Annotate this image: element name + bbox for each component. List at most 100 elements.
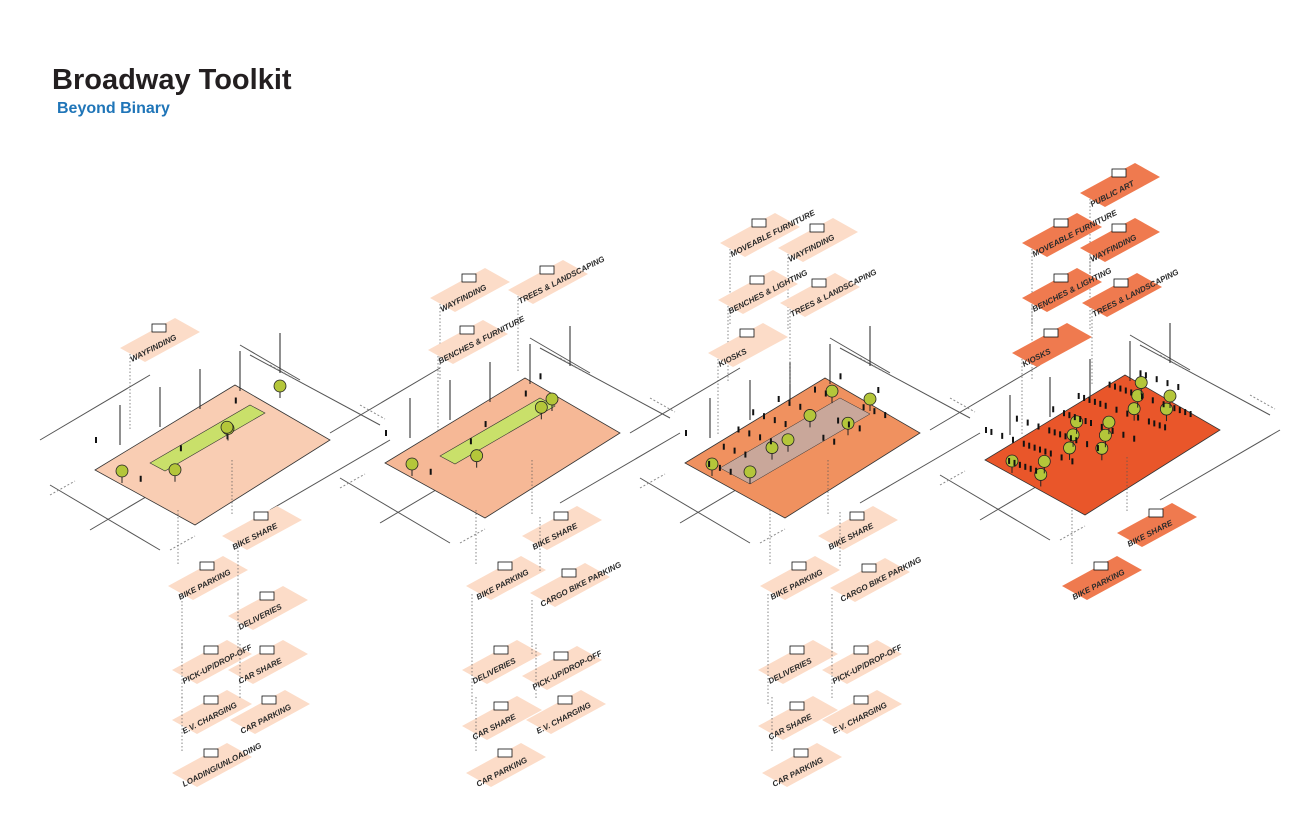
tree-icon	[1037, 454, 1051, 468]
person-icon	[1178, 407, 1181, 414]
person-icon	[799, 403, 802, 410]
person-icon	[1164, 424, 1167, 431]
tree-icon	[863, 392, 877, 406]
person-icon	[729, 468, 732, 475]
page-title: Broadway Toolkit	[52, 64, 292, 96]
person-icon	[469, 438, 472, 445]
person-icon	[1158, 422, 1161, 429]
person-icon	[763, 413, 765, 420]
person-icon	[985, 427, 987, 433]
person-icon	[884, 412, 887, 419]
person-icon	[1073, 414, 1076, 421]
person-icon	[1090, 420, 1092, 426]
bottom-label-item: BIKE PARKING	[168, 508, 248, 602]
person-icon	[1075, 437, 1078, 444]
person-icon	[822, 434, 825, 441]
tile	[708, 323, 788, 367]
person-icon	[1100, 423, 1103, 430]
person-icon	[1119, 385, 1122, 392]
person-icon	[95, 437, 97, 443]
person-icon	[1162, 401, 1165, 408]
person-icon	[1084, 418, 1087, 425]
feature-icon	[1043, 328, 1059, 338]
person-icon	[1124, 387, 1127, 394]
person-icon	[1151, 397, 1154, 404]
tree-icon	[470, 449, 484, 463]
tree-icon	[705, 457, 719, 471]
person-icon	[873, 408, 876, 415]
tree-icon	[1163, 389, 1177, 403]
bottom-label-item: PICK-UP/DROP-OFF	[822, 592, 904, 686]
person-icon	[1013, 459, 1016, 466]
person-icon	[1008, 457, 1011, 464]
tile	[228, 640, 308, 684]
person-icon	[824, 390, 827, 397]
feature-icon	[259, 591, 275, 601]
person-icon	[385, 430, 387, 436]
person-icon	[847, 421, 850, 428]
street-grid	[329, 337, 681, 544]
street-grid	[929, 334, 1281, 541]
person-icon	[1177, 384, 1180, 391]
tile	[172, 690, 252, 734]
person-icon	[1104, 402, 1107, 409]
tile	[168, 556, 248, 600]
tree-icon	[1134, 376, 1148, 389]
person-icon	[1059, 431, 1062, 438]
tree-icon	[803, 409, 817, 422]
person-icon	[429, 468, 432, 475]
tile	[222, 506, 302, 550]
tree-icon	[405, 457, 419, 471]
tile	[1080, 163, 1160, 207]
person-icon	[708, 460, 711, 467]
tree-icon	[1127, 402, 1141, 416]
person-icon	[1015, 415, 1018, 422]
feature-icon	[259, 645, 275, 655]
person-icon	[1064, 433, 1067, 440]
tile	[830, 558, 910, 602]
tile	[758, 696, 838, 740]
feature-icon	[791, 561, 807, 571]
person-icon	[752, 409, 755, 416]
tile	[758, 640, 838, 684]
shared-street	[719, 397, 871, 485]
tile	[822, 640, 902, 684]
tree-icon	[1160, 402, 1173, 416]
tile	[760, 556, 840, 600]
tile	[466, 556, 546, 600]
feature-icon	[1148, 508, 1164, 518]
tile	[1022, 213, 1102, 257]
feature-icon	[853, 645, 869, 655]
person-icon	[1048, 427, 1051, 434]
tile	[526, 690, 606, 734]
person-icon	[1035, 467, 1038, 474]
person-icon	[1147, 418, 1150, 425]
tree-icon	[1005, 454, 1019, 468]
tile	[818, 506, 898, 550]
tile	[780, 273, 860, 317]
feature-icon	[553, 511, 569, 521]
tile	[228, 586, 308, 630]
tree-icon	[220, 420, 234, 434]
feature-icon	[151, 323, 167, 333]
person-icon	[139, 475, 142, 482]
person-icon	[1052, 406, 1055, 413]
person-icon	[837, 417, 840, 424]
person-icon	[748, 430, 751, 437]
feature-icon	[557, 695, 573, 705]
tile	[172, 743, 252, 787]
person-icon	[1086, 441, 1089, 448]
tile	[1022, 268, 1102, 312]
feature-icon	[497, 561, 513, 571]
feature-icon	[789, 701, 805, 711]
person-icon	[539, 373, 542, 380]
person-icon	[1153, 420, 1156, 427]
bottom-label-item: BIKE PARKING	[1062, 508, 1142, 602]
person-icon	[1068, 412, 1071, 419]
person-icon	[234, 397, 237, 404]
person-icon	[1133, 435, 1136, 442]
